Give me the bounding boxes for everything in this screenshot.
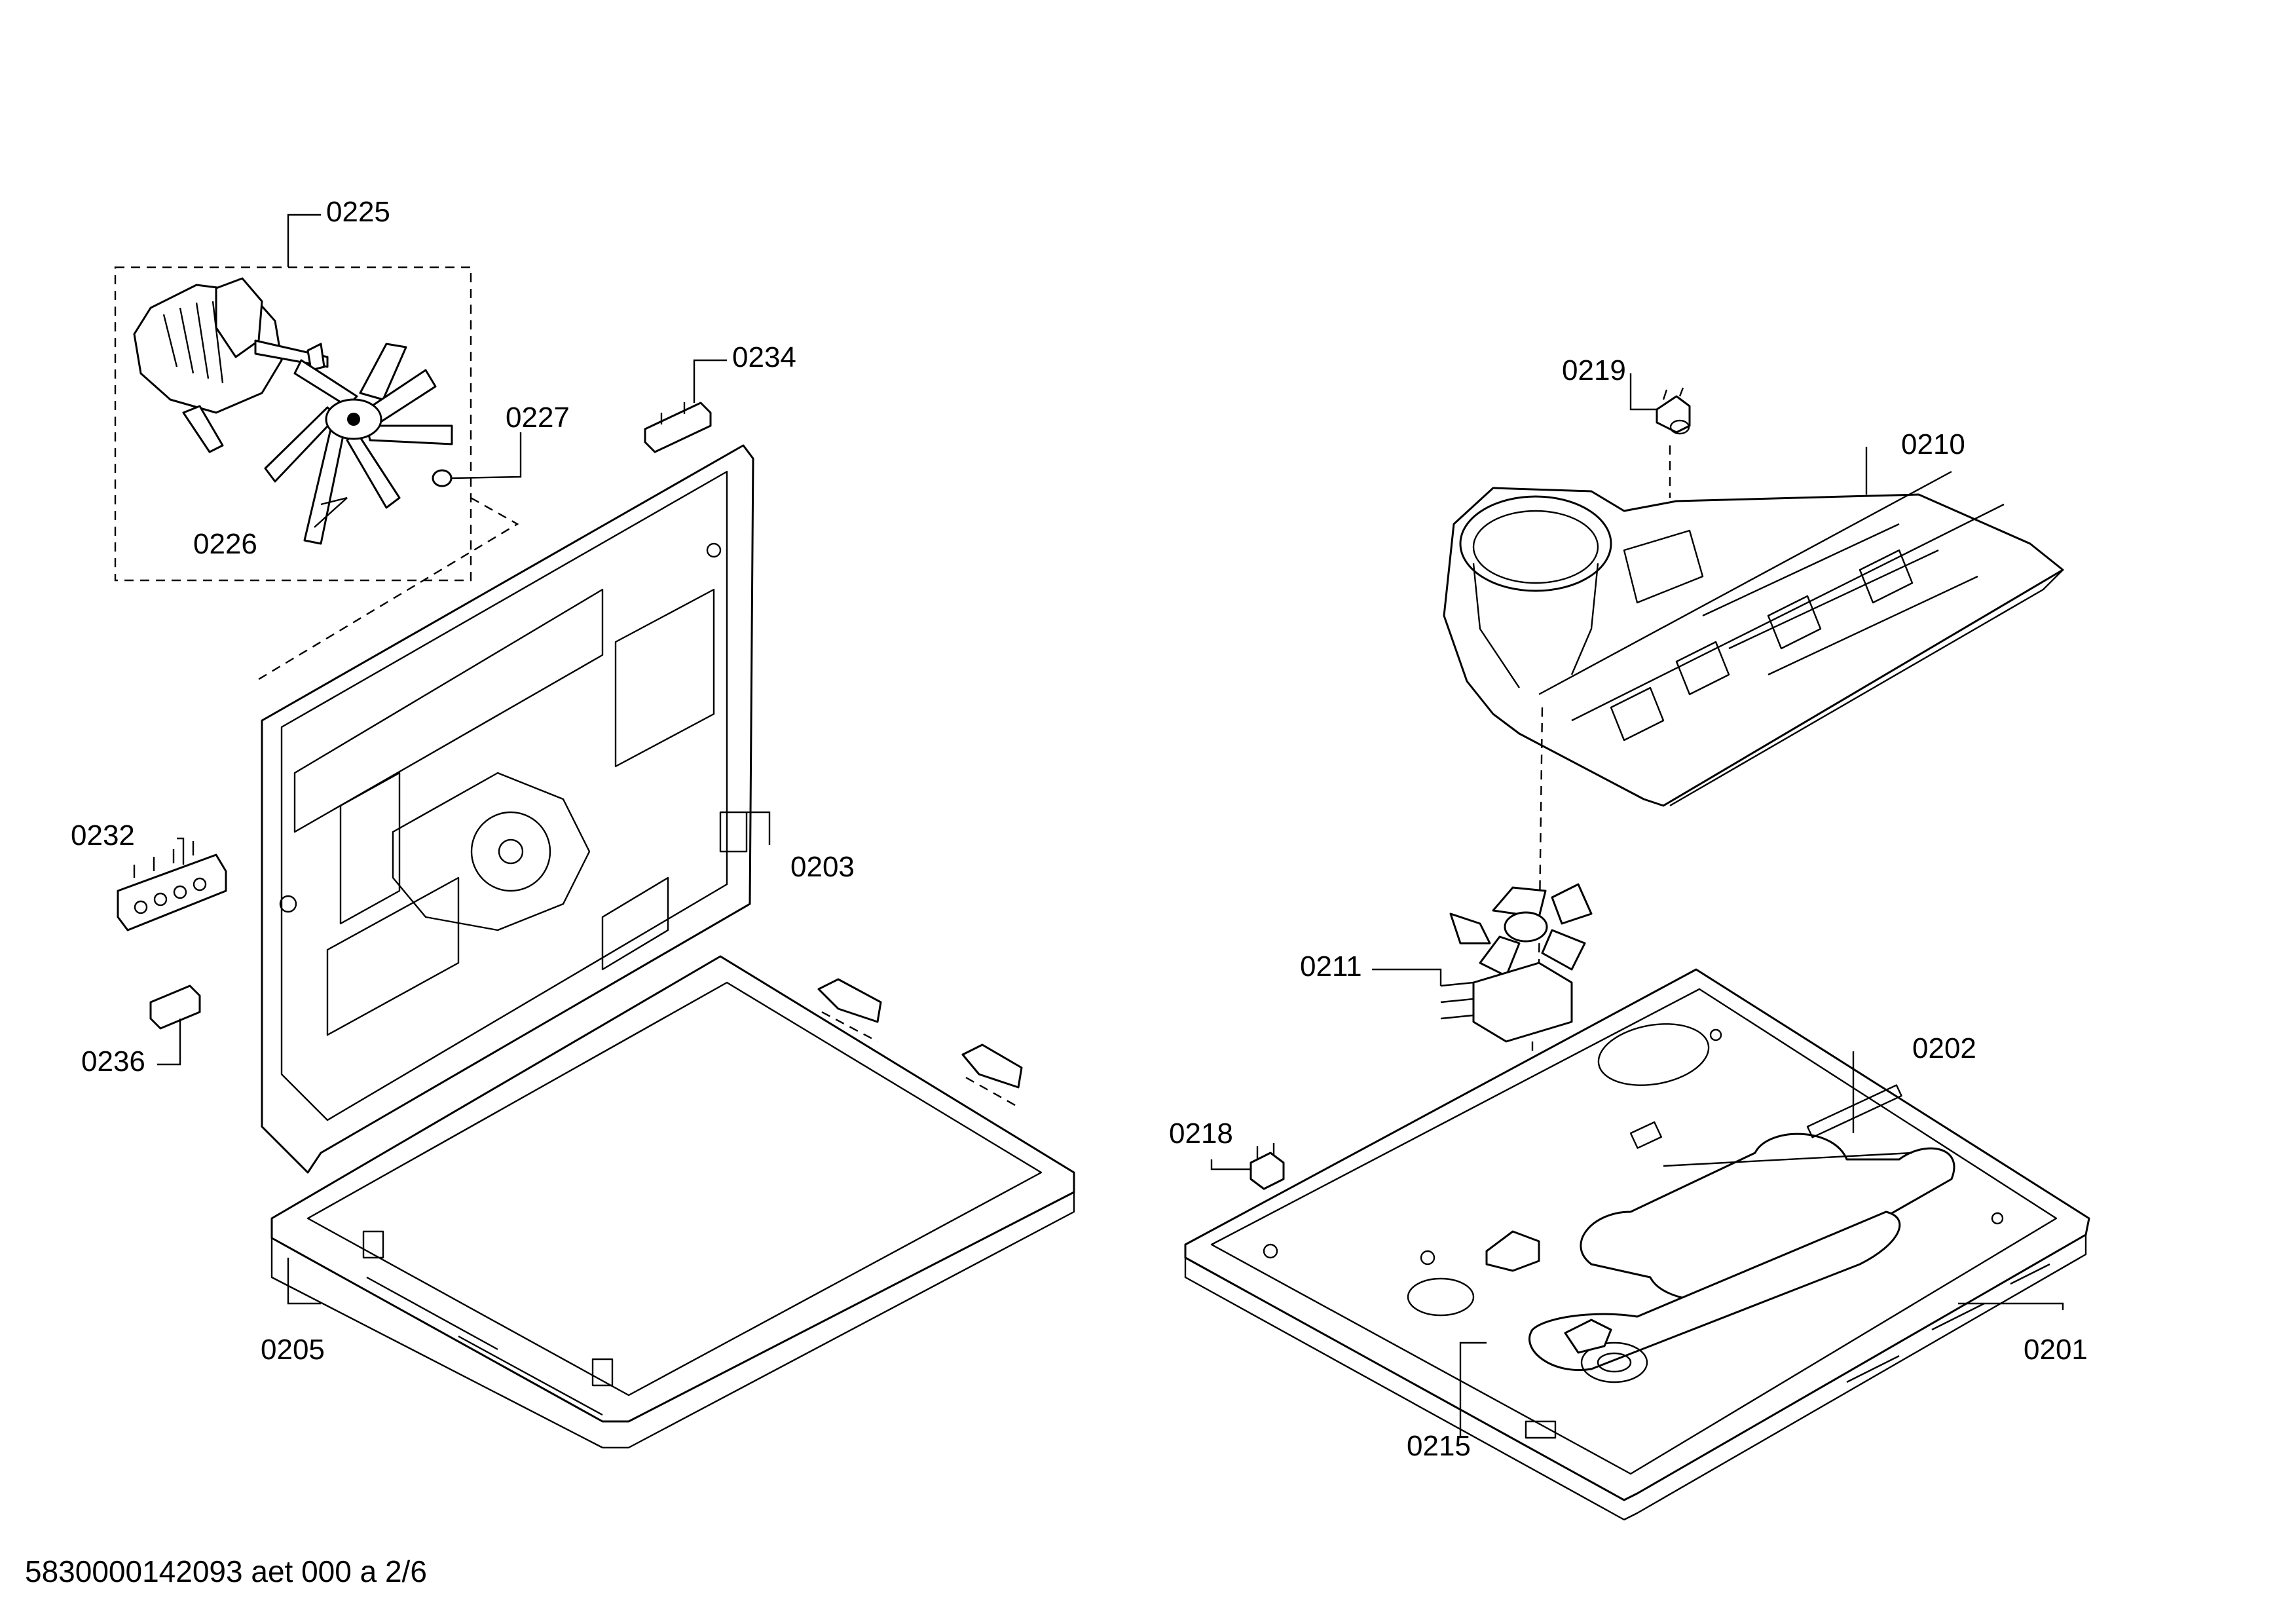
bracket-0218 — [1250, 1143, 1285, 1190]
terminal-block-0234 — [644, 402, 712, 453]
base-plate — [1184, 968, 2090, 1521]
callout-0210: 0210 — [1901, 428, 1965, 460]
callout-0205: 0205 — [261, 1334, 325, 1366]
callout-0211: 0211 — [1300, 950, 1362, 983]
leader-lines — [157, 214, 2064, 1438]
back-panel — [261, 444, 754, 1174]
callout-0218: 0218 — [1169, 1117, 1233, 1150]
mount-0215 — [1485, 1230, 1540, 1272]
callout-0201: 0201 — [2024, 1334, 2088, 1366]
callout-0226: 0226 — [193, 528, 257, 560]
fan-motor-group — [114, 266, 472, 582]
fan-housing-cover — [1443, 470, 2064, 807]
floor-tray — [270, 955, 1075, 1449]
terminal-block-0232 — [117, 841, 227, 931]
cooling-fan-0211 — [1440, 883, 1593, 1043]
callout-labels: 0225 0234 0227 0226 0232 0203 0236 0205 … — [71, 196, 2088, 1462]
callout-0227: 0227 — [506, 402, 570, 434]
fan-nut — [432, 469, 453, 487]
callout-0219: 0219 — [1562, 354, 1626, 386]
fan-motor-group-frame — [114, 266, 472, 582]
callout-0232: 0232 — [71, 819, 135, 852]
callout-0236: 0236 — [81, 1045, 145, 1078]
document-reference: 5830000142093 aet 000 a 2/6 — [25, 1554, 427, 1588]
callout-0215: 0215 — [1407, 1430, 1471, 1462]
fan-motor — [133, 277, 329, 453]
callout-0234: 0234 — [732, 341, 796, 373]
fan-impeller — [264, 343, 453, 545]
thermostat-0219 — [1656, 387, 1691, 435]
callout-0202: 0202 — [1912, 1032, 1976, 1064]
switch-0236 — [149, 985, 201, 1030]
callout-0203: 0203 — [790, 851, 855, 883]
callout-0225: 0225 — [326, 196, 390, 228]
assembly-line — [255, 497, 519, 683]
